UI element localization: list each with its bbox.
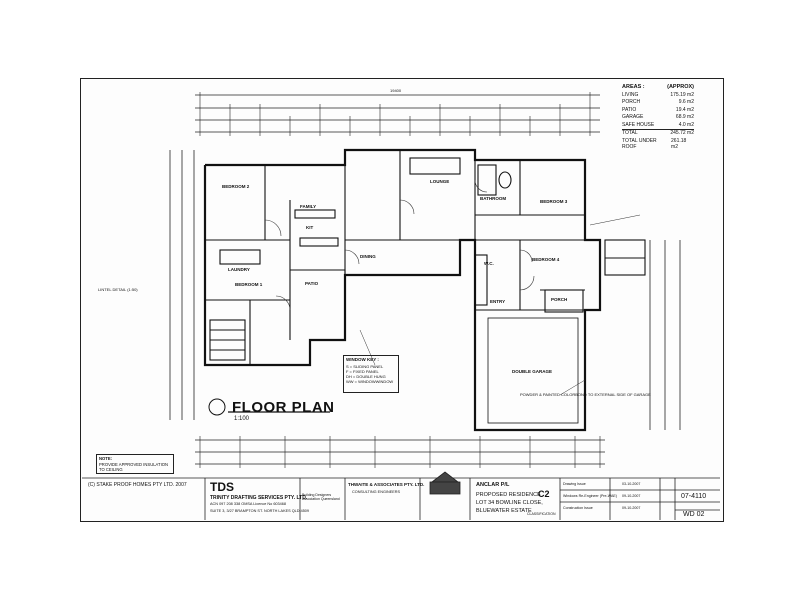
room-lounge: LOUNGE — [430, 179, 450, 184]
room-bedroom-4: BEDROOM 4 — [532, 257, 560, 262]
room-wc: W.C. — [484, 261, 494, 266]
area-value: 68.9 m2 — [675, 114, 694, 120]
classification-label: CLASSIFICATION — [527, 512, 556, 516]
room-bedroom-3: BEDROOM 3 — [540, 199, 568, 204]
revision-desc: Construction Issue — [563, 506, 593, 510]
room-bedroom-1: BEDROOM 1 — [235, 282, 263, 287]
tds-logo-text: TDS — [210, 480, 234, 494]
project-lot: LOT 34 BOWLINE CLOSE, — [476, 500, 543, 506]
window-key-item: WW = WINDOWWINDOW — [346, 378, 394, 384]
window-key-item: S = SLIDING PANEL — [346, 363, 384, 369]
area-value: 9.6 m2 — [678, 99, 694, 105]
window-key-item: DH = DOUBLE HUNG — [346, 373, 386, 379]
area-label: TOTAL UNDER ROOF — [622, 137, 657, 150]
room-patio: PATIO — [305, 281, 319, 286]
tds-abn: ACN 097 208 338 OMSA Licence No 603468 — [210, 502, 286, 506]
insulation-note-heading: NOTE: — [99, 456, 113, 461]
job-number: 07-4110 — [681, 493, 707, 500]
room-laundry: LAUNDRY — [228, 267, 250, 272]
room-bedroom-2: BEDROOM 2 — [222, 184, 250, 189]
revision-date: 09-10-2007 — [622, 506, 641, 510]
area-value: 245.72 m2 — [670, 130, 694, 136]
room-kitchen: KIT — [306, 225, 314, 230]
overall-dimension: 19400 — [390, 88, 402, 93]
area-label: TOTAL — [622, 130, 638, 136]
engineer-sub: CONSULTING ENGINEERS — [352, 490, 401, 494]
drawing-sheet — [80, 78, 724, 522]
area-label: PORCH — [622, 99, 641, 105]
room-double-garage: DOUBLE GARAGE — [512, 369, 553, 374]
drawing-scale: 1:100 — [234, 416, 250, 422]
copyright-text: (C) STAKE PROOF HOMES PTY LTD. 2007 — [88, 482, 187, 488]
areas-approx: (APPROX) — [667, 84, 694, 90]
window-key-item: F = FIXED PANEL — [346, 368, 379, 374]
project-estate: BLUEWATER ESTATE — [476, 508, 532, 514]
area-label: LIVING — [622, 91, 639, 98]
area-value: 4.0 m2 — [678, 121, 694, 128]
room-entry: ENTRY — [490, 299, 506, 304]
classification-code: C2 — [538, 489, 550, 499]
area-value: 19.4 m2 — [675, 106, 694, 113]
garage-colorbond-note: POWDER & PAINTED COLORBOND TO EXTERNAL S… — [520, 392, 651, 397]
revision-desc: Drawing Issue — [563, 482, 586, 486]
engineer-name: THWAITE & ASSOCIATES PTY. LTD. — [348, 482, 425, 487]
area-label: GARAGE — [622, 114, 644, 120]
areas-table: AREAS : (APPROX) LIVING 175.19 m2 PORCH 9.… — [622, 84, 694, 150]
revision-desc: Windows Re-Engineer (Pre-WAE) — [563, 494, 617, 498]
drawing-title: FLOOR PLAN — [232, 399, 335, 416]
area-value: 175.19 m2 — [670, 91, 694, 98]
area-label: SAFE HOUSE — [622, 121, 655, 128]
tds-address: SUITE 3, 3/27 BRAMPTON ST. NORTH LAKES Q… — [210, 509, 310, 513]
tds-company: TRINITY DRAFTING SERVICES PTY. LTD. — [210, 495, 308, 501]
room-family: FAMILY — [300, 204, 317, 209]
room-porch: PORCH — [551, 297, 568, 302]
revision-date: 09-10-2007 — [622, 494, 641, 498]
area-label: PATIO — [622, 106, 637, 113]
window-key: WINDOW KEY : S = SLIDING PANEL F = FIXED… — [343, 355, 399, 393]
lintel-detail-note: LINTEL DETAIL (1:50) — [98, 287, 138, 292]
areas-heading: AREAS : — [622, 84, 645, 90]
area-value: 261.18 m2 — [671, 137, 687, 150]
window-key-heading: WINDOW KEY : — [346, 357, 379, 362]
insulation-note: PROVIDE APPROVED INSULATION TO CEILING — [99, 461, 169, 472]
room-bathroom: BATHROOM — [480, 196, 507, 201]
insulation-note-box: NOTE: PROVIDE APPROVED INSULATION TO CEI… — [96, 454, 174, 474]
drawing-number: WD 02 — [683, 511, 705, 518]
room-dining: DINING — [360, 254, 376, 259]
revision-date: 03-10-2007 — [622, 482, 641, 486]
client-name: ANCLAR P/L — [476, 482, 510, 488]
bdq-text: Building Designers Association Queenslan… — [302, 493, 340, 501]
project-name: PROPOSED RESIDENCE — [476, 492, 541, 498]
